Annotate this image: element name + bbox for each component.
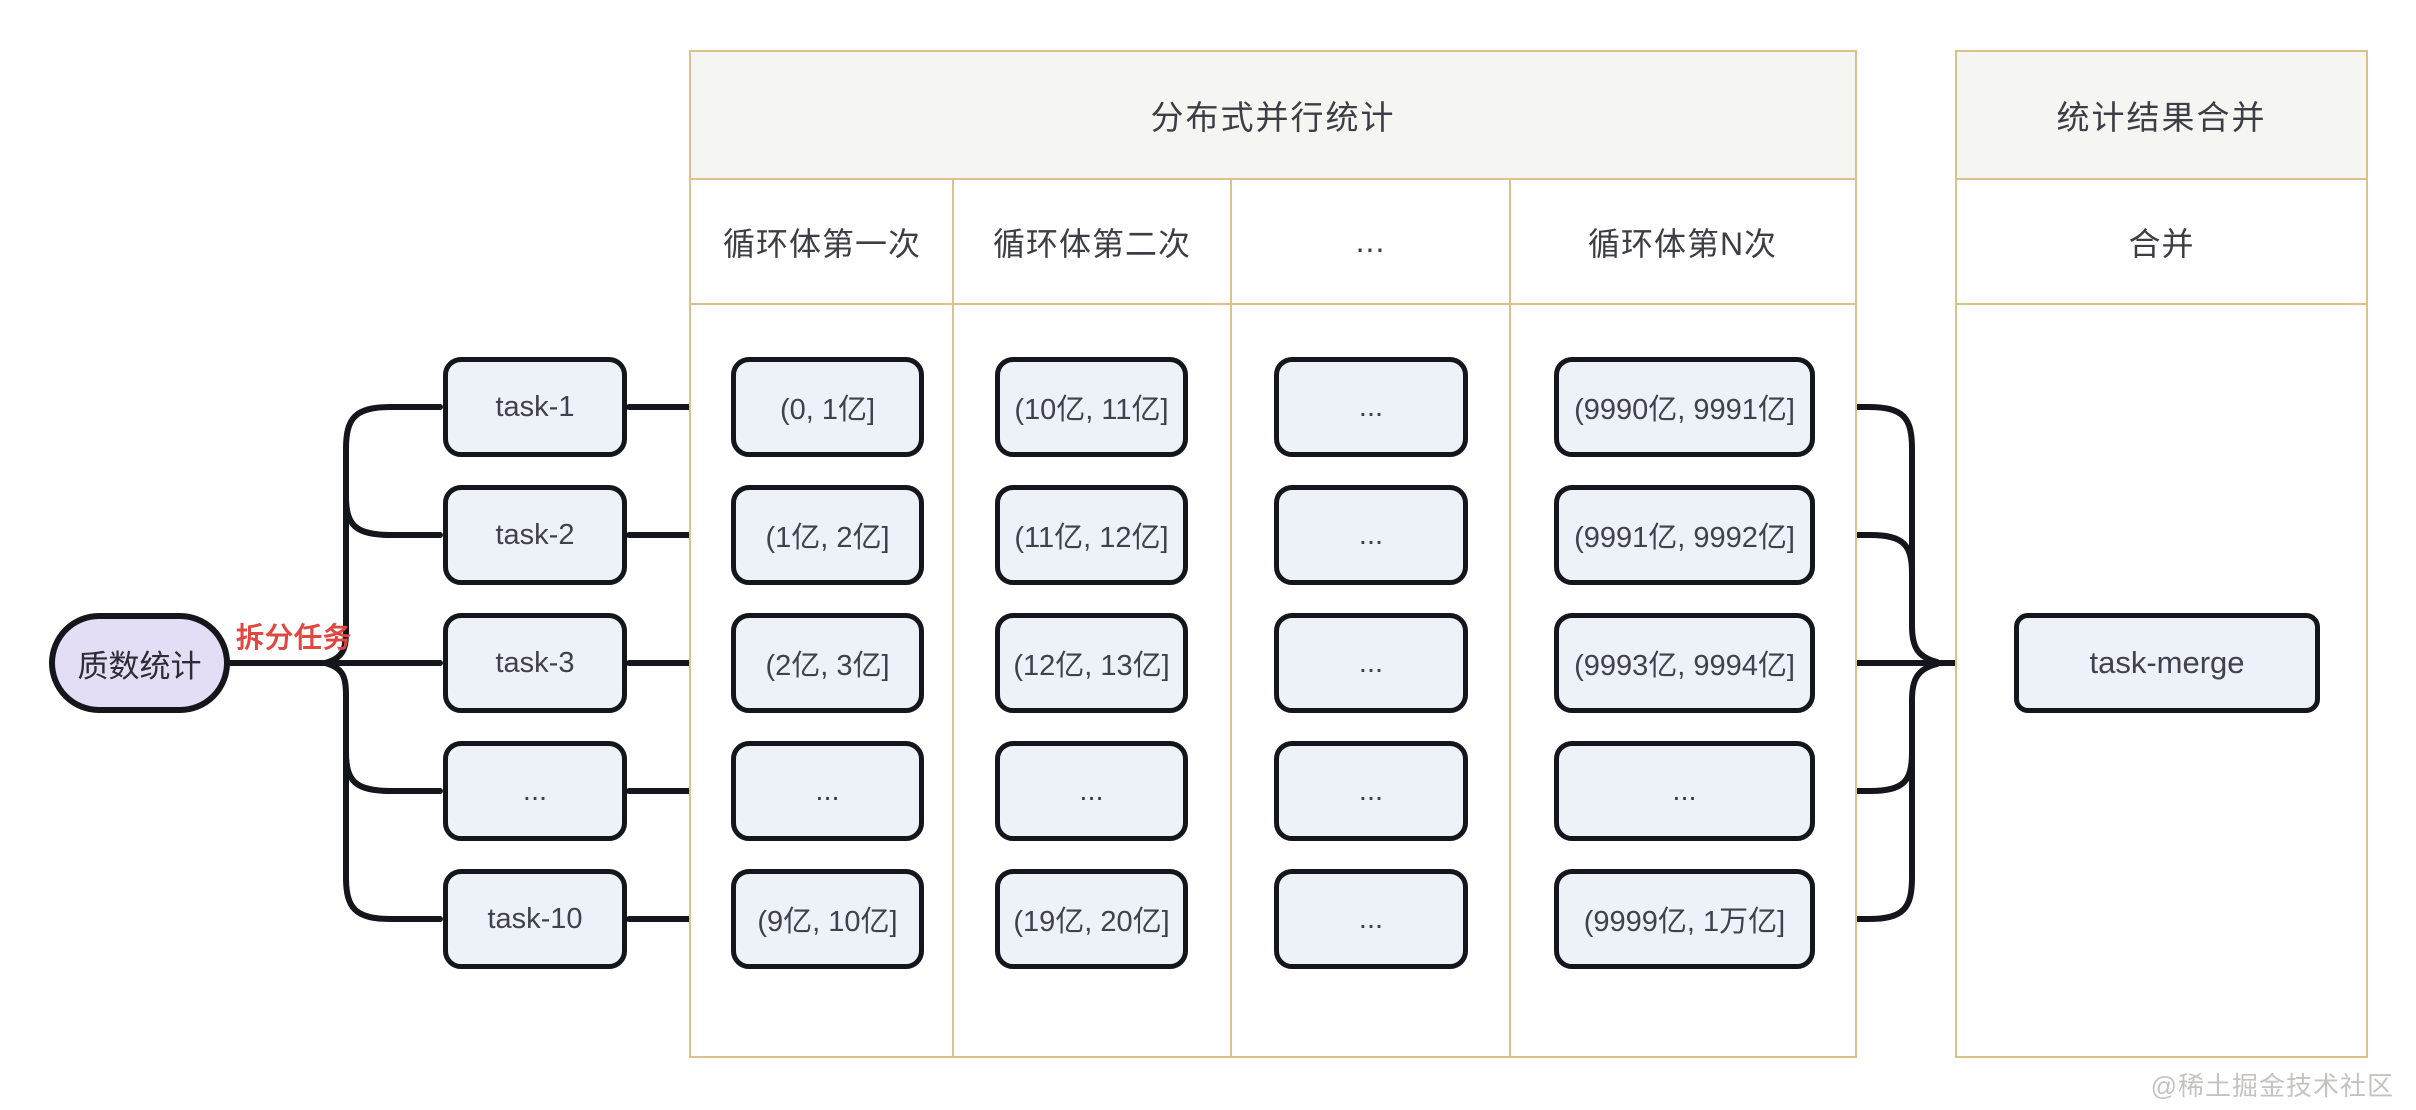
column-divider <box>1509 180 1511 1056</box>
range-node: (11亿, 12亿] <box>995 485 1188 585</box>
range-node: (9991亿, 9992亿] <box>1554 485 1815 585</box>
split-branch-row4 <box>343 749 443 794</box>
ellipsis-node: ... <box>1274 357 1468 457</box>
task-node: task-2 <box>443 485 627 585</box>
column-divider <box>1230 180 1232 1056</box>
task-node: task-1 <box>443 357 627 457</box>
range-node: (9亿, 10亿] <box>731 869 924 969</box>
range-node: (9999亿, 1万亿] <box>1554 869 1815 969</box>
task-node: task-3 <box>443 613 627 713</box>
range-node: (10亿, 11亿] <box>995 357 1188 457</box>
column-divider <box>952 180 954 1056</box>
ellipsis-node: ... <box>1274 613 1468 713</box>
ellipsis-node: ... <box>1554 741 1815 841</box>
column-header-loop-n: 循环体第N次 <box>1587 225 1778 262</box>
column-header-loop-2: 循环体第二次 <box>992 225 1191 262</box>
ellipsis-node: ... <box>1274 485 1468 585</box>
merge-header-row: 合并 <box>1957 180 2366 305</box>
range-node: (12亿, 13亿] <box>995 613 1188 713</box>
split-branch-row2 <box>343 493 443 538</box>
split-task-label: 拆分任务 <box>236 622 353 653</box>
range-node: (9990亿, 9991亿] <box>1554 357 1815 457</box>
source-node-prime-count: 质数统计 <box>49 613 230 713</box>
watermark-juejin: @稀土掘金技术社区 <box>2150 1071 2394 1101</box>
task-node: task-10 <box>443 869 627 969</box>
ellipsis-node: ... <box>1274 741 1468 841</box>
column-header-loop-1: 循环体第一次 <box>722 225 921 262</box>
ellipsis-node: ... <box>731 741 924 841</box>
range-node: (1亿, 2亿] <box>731 485 924 585</box>
range-node: (19亿, 20亿] <box>995 869 1188 969</box>
task-merge-node: task-merge <box>2014 613 2320 713</box>
panel-distributed-stats-title: 分布式并行统计 <box>691 52 1855 180</box>
range-node: (2亿, 3亿] <box>731 613 924 713</box>
range-node: (0, 1亿] <box>731 357 924 457</box>
ellipsis-task-node: ... <box>443 741 627 841</box>
range-node: (9993亿, 9994亿] <box>1554 613 1815 713</box>
split-branch-row5 <box>322 660 443 922</box>
column-header-ellipsis: ... <box>1355 223 1386 259</box>
panel-merge-result: 统计结果合并 合并 <box>1955 50 2368 1058</box>
column-header-merge: 合并 <box>2128 225 2195 262</box>
panel-merge-result-title: 统计结果合并 <box>1957 52 2366 180</box>
ellipsis-node: ... <box>1274 869 1468 969</box>
ellipsis-node: ... <box>995 741 1188 841</box>
loop-columns-header-row: 循环体第一次 循环体第二次 ... 循环体第N次 <box>691 180 1855 305</box>
